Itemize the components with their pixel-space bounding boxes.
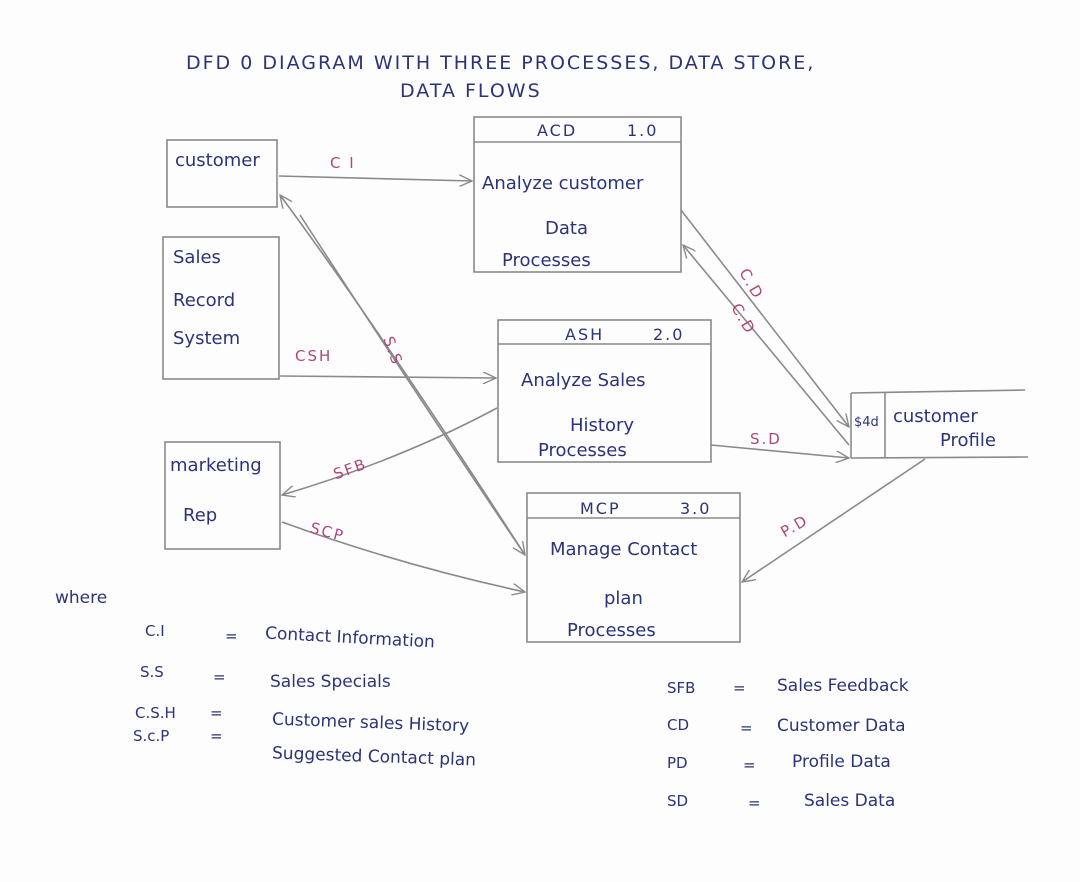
process-3-number: 3.0 [680,499,712,518]
entity-customer-label: customer [175,150,260,171]
legend-left-abbr: S.S [140,663,164,681]
legend-right-abbr: SFB [667,679,696,697]
legend-right-eq: = [748,794,761,812]
legend-right-abbr: CD [667,716,690,734]
sales-record-entity-box [162,236,280,380]
legend-right-meaning: Sales Data [804,791,896,811]
process-3-line-1: Manage Contact [550,539,698,560]
flow-label-csh: CSH [295,347,333,365]
flow-label-ci: C I [330,154,356,172]
flow-sd-arrow [710,444,849,458]
legend-left-eq: = [225,627,238,645]
flow-ss-arrow-to-customer [280,195,526,556]
legend-right-meaning: Customer Data [777,716,906,736]
legend-right-abbr: SD [667,792,689,810]
process-1-id: ACD [537,121,578,140]
diagram-title-line2: DATA FLOWS [400,80,542,102]
entity-sales-label-3: System [173,328,241,349]
process-3-box [526,492,741,643]
process-1-line-3: Processes [502,250,591,271]
flow-sfb-arrow [282,407,498,495]
legend-left-eq: = [210,727,223,745]
legend-right-meaning: Sales Feedback [777,676,909,696]
legend-left-eq: = [213,668,226,686]
entity-marketing-label-1: marketing [170,455,262,476]
legend-left-meaning: Sales Specials [270,672,391,692]
process-1-line-1: Analyze customer [482,173,644,194]
legend-left-abbr: C.S.H [135,704,176,722]
process-2-line-2: History [570,415,635,436]
process-3-id: MCP [580,499,621,518]
process-1-box [473,116,682,273]
process-2-id: ASH [565,325,605,344]
data-store-bottom-line [850,456,1029,459]
process-3-line-3: Processes [567,620,656,641]
entity-sales-label-2: Record [173,290,236,311]
legend-right-eq: = [743,756,756,774]
legend-right-eq: = [740,719,753,737]
legend-left-eq: = [210,704,223,722]
data-store-line-2: Profile [940,430,996,451]
data-store-id: $4d [854,415,879,430]
process-3-line-2: plan [604,588,643,609]
flow-cd-arrow-to-store [680,209,849,427]
marketing-rep-entity-box [164,441,281,550]
flow-ss-arrow-to-mcp [299,214,525,555]
data-store-line-1: customer [893,406,978,427]
flow-label-sd: S.D [750,430,782,448]
data-store-top-line [850,389,1026,394]
process-1-number: 1.0 [627,121,659,140]
flow-scp-arrow [281,521,525,592]
flow-ci-arrow [278,176,472,181]
entity-marketing-label-2: Rep [183,505,218,526]
process-2-line-3: Processes [538,440,627,461]
process-1-line-2: Data [545,218,588,239]
legend-right-abbr: PD [667,754,688,772]
legend-right-eq: = [733,679,746,697]
process-2-line-1: Analyze Sales [521,370,646,391]
flow-csh-arrow [279,376,496,378]
legend-right-meaning: Profile Data [792,752,891,772]
diagram-title-line1: DFD 0 DIAGRAM WITH THREE PROCESSES, DATA… [186,52,816,74]
flow-cd-arrow-to-acd [683,245,850,446]
legend-heading: where [55,588,108,608]
entity-sales-label-1: Sales [173,247,221,268]
legend-left-abbr: S.c.P [133,727,170,745]
legend-left-abbr: C.I [145,622,165,640]
customer-entity-box [166,139,278,208]
process-2-box [497,319,712,463]
process-2-number: 2.0 [653,325,685,344]
flow-pd-arrow [742,458,926,582]
